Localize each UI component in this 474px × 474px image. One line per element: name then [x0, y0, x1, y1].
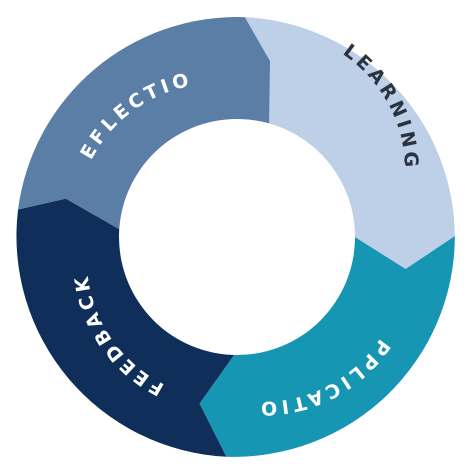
segment-learning — [244, 17, 455, 270]
segment-application — [199, 236, 455, 457]
segment-reflection — [18, 16, 271, 230]
segment-feedback — [16, 198, 237, 457]
center-hole — [119, 119, 355, 355]
